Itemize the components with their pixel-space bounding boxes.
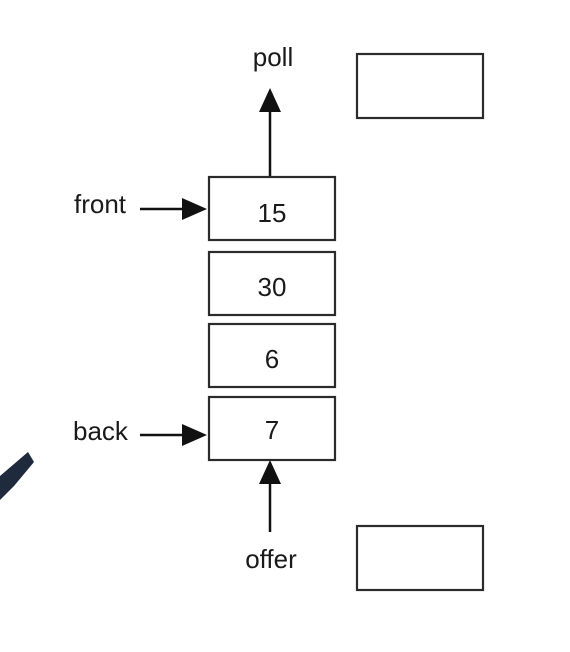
offer-arrow-head [259,460,281,484]
empty-box-top [355,52,485,120]
empty-box-bottom [355,524,485,592]
queue-cell-4-value: 7 [265,415,279,445]
front-arrow-head [182,198,207,220]
queue-cell-3 [207,322,337,389]
back-arrow-head [182,424,207,446]
queue-cell-1 [207,175,337,242]
front-label: front [74,189,127,219]
corner-brush-mark [0,452,34,500]
queue-cell-4 [207,395,337,462]
back-label: back [73,416,129,446]
queue-cell-3-value: 6 [265,344,279,374]
queue-cell-2-value: 30 [258,272,287,302]
poll-arrow-head [259,88,281,112]
queue-cell-2 [207,250,337,317]
offer-label: offer [245,544,297,574]
queue-cell-1-value: 15 [258,198,287,228]
poll-label: poll [253,42,293,72]
